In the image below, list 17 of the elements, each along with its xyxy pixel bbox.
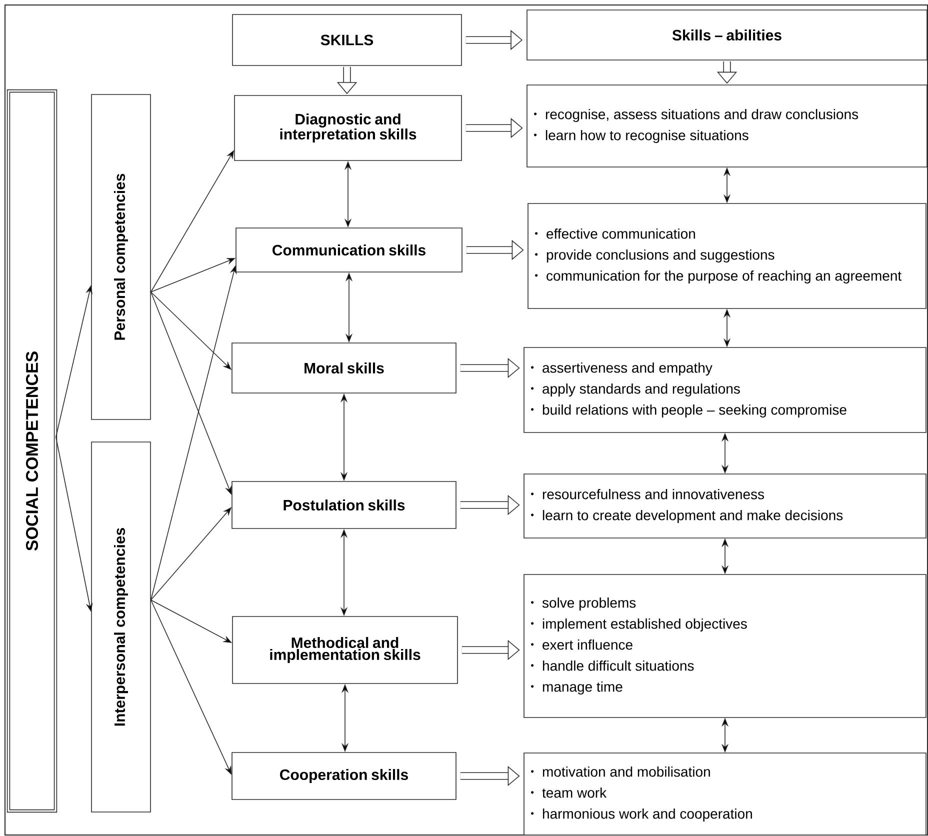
- ability-list-box: recognise, assess situations and draw conclusions learn how to recognise situations: [526, 84, 928, 168]
- category-box: Personal competencies: [91, 94, 151, 420]
- ability-list-box: resourcefulness and innovativeness learn to create development and make decisions: [524, 474, 926, 538]
- skill-box: Methodical and implementation skills: [232, 616, 458, 684]
- ability-list-box: motivation and mobilisation team work harmonious work and cooperation: [524, 752, 926, 836]
- skill-box: Communication skills: [236, 228, 462, 272]
- header-box: SKILLS: [232, 14, 462, 66]
- skill-box: Cooperation skills: [232, 752, 456, 800]
- category-box: Interpersonal competencies: [91, 442, 151, 812]
- category-box: SOCIAL COMPETENCES: [6, 89, 58, 813]
- skill-box: Moral skills: [232, 342, 456, 394]
- ability-list-box: assertiveness and empathy apply standards and regulations build relations with people – seeking compromise: [524, 347, 926, 433]
- skill-box: Postulation skills: [232, 481, 456, 529]
- header-box: Skills – abilities: [526, 10, 928, 60]
- ability-list-box: effective communication provide conclusions and suggestions communication for the purpose of reaching an agreement: [528, 203, 926, 309]
- ability-list-box: solve problems implement established objectives exert influence handle difficult situations manage time: [524, 574, 926, 718]
- skill-box: Diagnostic and interpretation skills: [234, 95, 462, 161]
